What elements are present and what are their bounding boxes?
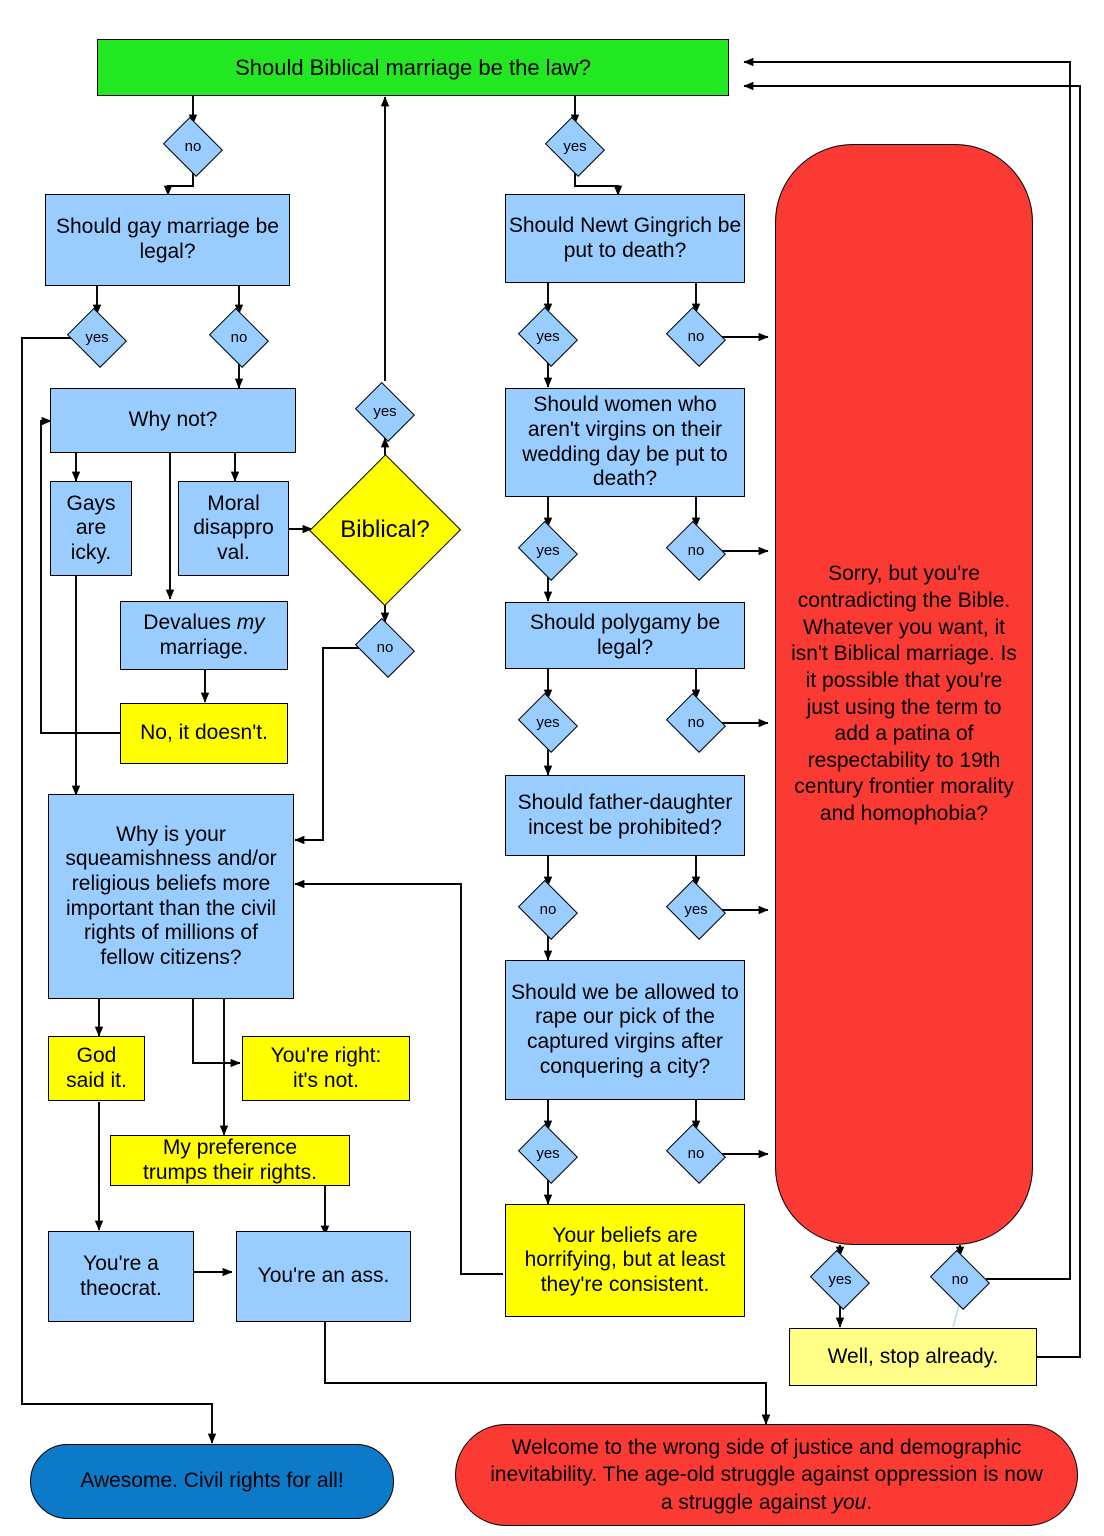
edge-label-text: no [687,542,705,559]
edge-label-blocker-no: no [928,1249,992,1310]
node-blocker[interactable]: Sorry, but you're contradicting the Bibl… [775,144,1033,1245]
edge-label-text: yes [536,714,560,731]
edge-label-rape-yes: yes [516,1123,580,1184]
edge-label-text: no [376,639,394,656]
node-gays-icky[interactable]: Gays are icky. [50,481,132,576]
emphasis-you: you [832,1490,867,1514]
edge-label-text: no [687,1145,705,1162]
edge-label-blocker-yes: yes [808,1249,872,1310]
node-theocrat[interactable]: You're a theocrat. [48,1231,194,1322]
edge-label-text: yes [85,329,109,346]
node-youre-right[interactable]: You're right: it's not. [242,1036,410,1101]
edge-label-virgins-no: no [664,520,728,581]
node-welcome[interactable]: Welcome to the wrong side of justice and… [455,1424,1078,1526]
node-awesome[interactable]: Awesome. Civil rights for all! [30,1444,394,1519]
edge-label-text: yes [536,542,560,559]
edge-label-text: yes [536,328,560,345]
edge-label-rape-no: no [664,1123,728,1184]
node-my-preference[interactable]: My preference trumps their rights. [110,1135,350,1186]
node-squeamishness[interactable]: Why is your squeamishness and/or religio… [48,794,294,999]
edge-label-incest-yes: yes [664,879,728,940]
edge-label-polygamy-yes: yes [516,692,580,753]
node-newt[interactable]: Should Newt Gingrich be put to death? [505,194,745,283]
node-god-said-it[interactable]: God said it. [48,1036,145,1101]
edge-label-text: no [184,138,202,155]
edge-label-newt-no: no [664,306,728,367]
node-welcome-text: Welcome to the wrong side of justice and… [490,1436,1043,1514]
edge-label-virgins-yes: yes [516,520,580,581]
edge-label-text: yes [536,1145,560,1162]
edge-label-start-no: no [161,116,225,177]
edge-label-biblical-yes: yes [353,381,417,442]
edge-label-biblical-no: no [353,617,417,678]
edge-label-text: no [687,328,705,345]
node-polygamy[interactable]: Should polygamy be legal? [505,602,745,669]
edge-label-text: yes [373,403,397,420]
node-biblical-label: Biblical? [340,516,430,543]
node-stop-already[interactable]: Well, stop already. [789,1328,1037,1386]
edge-label-text: no [539,901,557,918]
node-virgins[interactable]: Should women who aren't virgins on their… [505,388,745,497]
node-moral-disapproval[interactable]: Moral disappro val. [178,481,289,576]
node-incest[interactable]: Should father-daughter incest be prohibi… [505,775,745,856]
edge-label-text: yes [828,1271,852,1288]
edge-label-text: yes [684,901,708,918]
node-youre-an-ass[interactable]: You're an ass. [236,1231,411,1322]
node-biblical-decision[interactable]: Biblical? [309,454,461,606]
node-horrifying[interactable]: Your beliefs are horrifying, but at leas… [505,1204,745,1317]
edge-label-newt-yes: yes [516,306,580,367]
edge-label-start-yes: yes [543,116,607,177]
node-start[interactable]: Should Biblical marriage be the law? [97,39,729,96]
edge-label-polygamy-no: no [664,692,728,753]
edge-label-text: yes [563,138,587,155]
node-why-not[interactable]: Why not? [50,388,296,453]
edge-label-text: no [230,329,248,346]
node-no-it-doesnt[interactable]: No, it doesn't. [120,703,288,764]
node-rape-virgins[interactable]: Should we be allowed to rape our pick of… [505,960,745,1100]
edge-label-incest-no: no [516,879,580,940]
edge-label-text: no [951,1271,969,1288]
node-gay-marriage[interactable]: Should gay marriage be legal? [45,194,290,286]
edge-label-text: no [687,714,705,731]
edge-label-gay-no: no [207,307,271,368]
emphasis-my: my [236,610,265,634]
edge-label-gay-yes: yes [65,307,129,368]
